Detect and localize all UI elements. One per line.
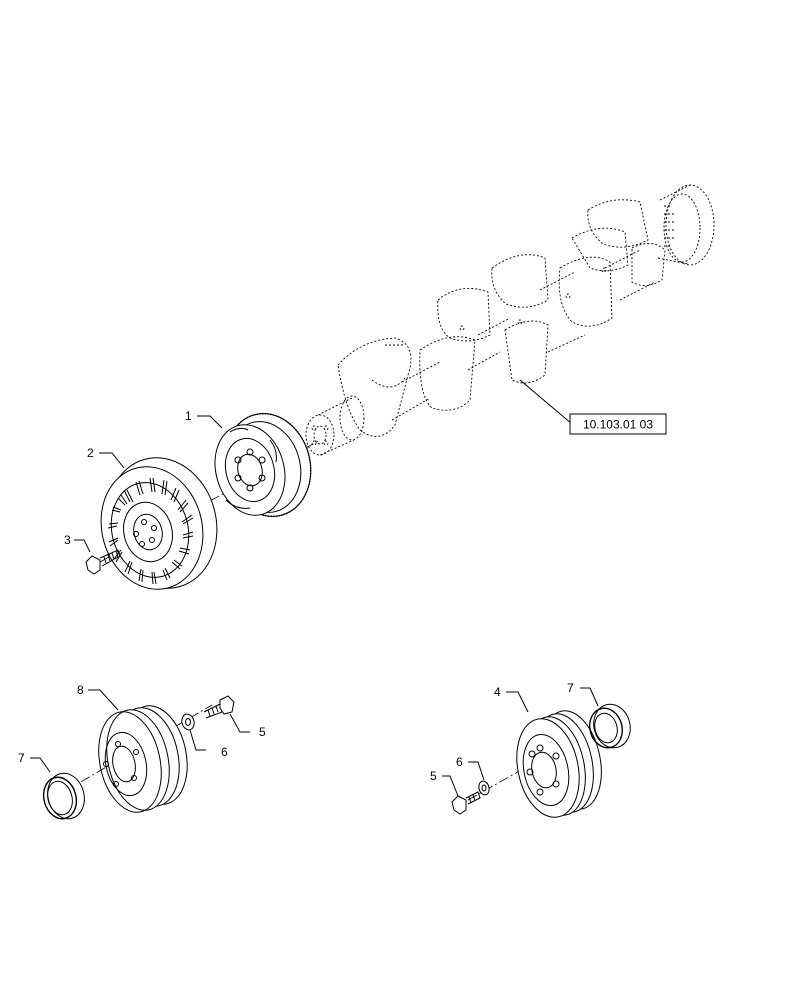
callout-6-left[interactable]: 6 [221,745,228,759]
callout-leaders [30,415,599,797]
part-6-washer-left [181,713,195,731]
part-1-gear-pulley [214,412,312,518]
part-2-vibration-damper [100,457,218,590]
reference-label-box[interactable]: 10.103.01 03 [569,413,667,435]
part-4-pulley [516,710,602,818]
crankshaft-reference [305,184,715,456]
part-5-bolt-left [203,695,235,719]
callout-5-left[interactable]: 5 [259,725,266,739]
reference-label-text: 10.103.01 03 [583,418,653,432]
part-6-washer-right [478,780,490,796]
part-3-bolt [85,549,121,575]
part-7-seal-right [589,703,631,749]
callout-6-right[interactable]: 6 [456,755,463,769]
callout-1[interactable]: 1 [185,409,192,423]
callout-8[interactable]: 8 [77,683,84,697]
callout-7-left[interactable]: 7 [18,751,25,765]
callout-numbers: 1 2 3 4 5 5 6 6 7 7 8 [18,409,574,783]
callout-2[interactable]: 2 [87,446,94,460]
callout-5-right[interactable]: 5 [430,769,437,783]
callout-4[interactable]: 4 [494,685,501,699]
part-8-pulley [98,705,188,813]
part-7-seal-left [42,772,85,820]
callout-7-right[interactable]: 7 [567,681,574,695]
part-5-bolt-right [451,791,481,815]
reference-leader [519,379,573,425]
callout-3[interactable]: 3 [64,533,71,547]
